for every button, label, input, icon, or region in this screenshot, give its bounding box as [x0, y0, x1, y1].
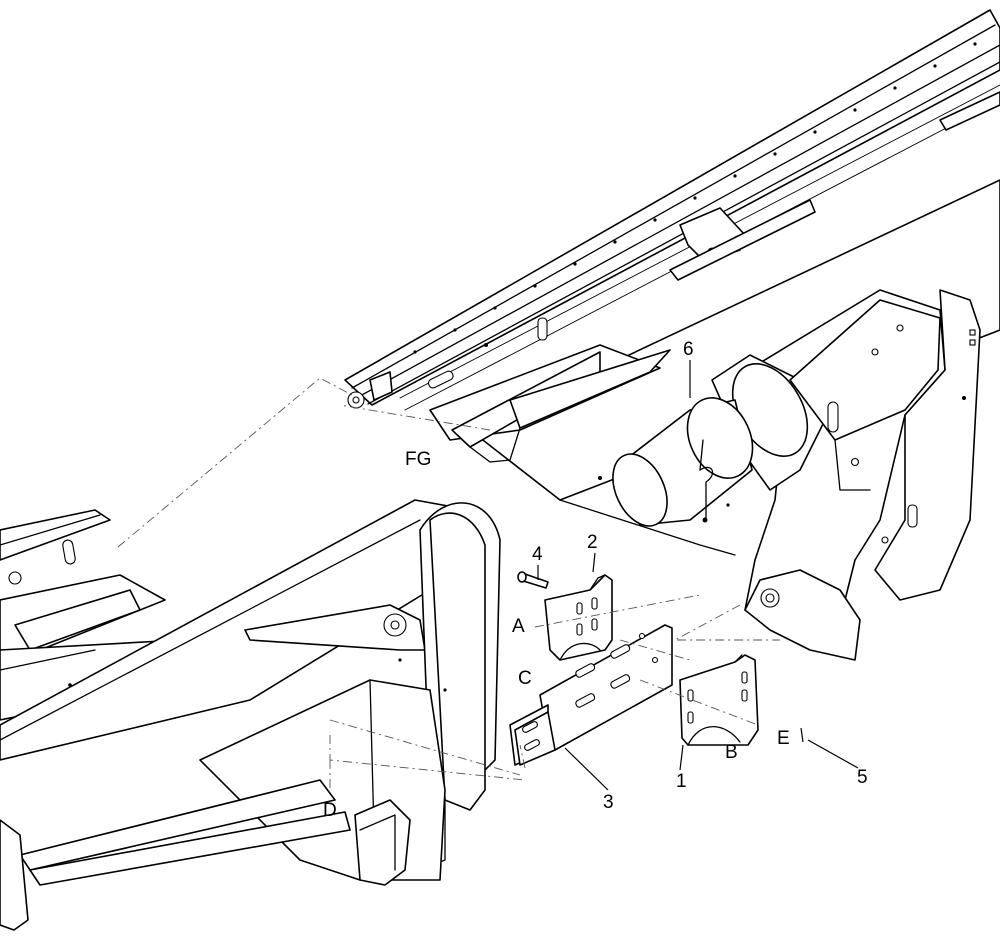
callout-part-2: 2 — [587, 532, 598, 553]
callout-part-1: 1 — [676, 771, 687, 792]
callout-part-5: 5 — [857, 767, 868, 788]
part-1-bracket — [679, 654, 759, 746]
upper-beam — [344, 9, 1000, 556]
part-5-bolt — [800, 727, 804, 743]
part-2-bracket — [544, 574, 613, 661]
reference-D: D — [323, 800, 337, 821]
arm-assembly — [0, 499, 501, 931]
reference-C: C — [518, 668, 532, 689]
part-3-angle-bracket — [509, 624, 673, 766]
part-4-pin — [517, 571, 549, 589]
reference-A: A — [512, 616, 525, 637]
callout-labels: 1 2 3 4 5 6 A B C D E FG — [323, 339, 868, 821]
pivot-housing — [711, 289, 981, 661]
callout-part-6: 6 — [683, 339, 694, 360]
alignment-lines — [117, 377, 780, 790]
callout-part-4: 4 — [532, 544, 543, 565]
callout-part-3: 3 — [603, 792, 614, 813]
reference-E: E — [777, 728, 790, 749]
reference-FG: FG — [405, 449, 431, 470]
roller-part-6 — [612, 397, 754, 527]
rail-bolts — [413, 42, 977, 354]
leader-lines — [537, 360, 859, 791]
reference-B: B — [725, 742, 738, 763]
